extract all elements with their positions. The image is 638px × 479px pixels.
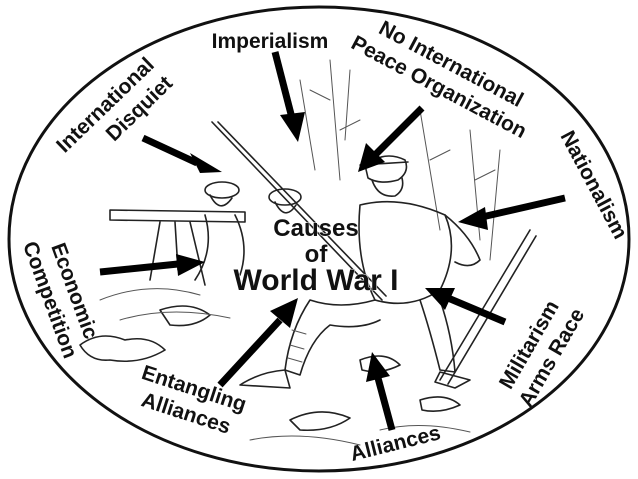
title-line-world-war: World War I: [234, 264, 399, 297]
economic-competition-arrow: [99, 254, 205, 276]
nationalism-arrow: [458, 194, 566, 230]
cause-arrows: [99, 51, 566, 431]
center-title: Causes of World War I: [233, 215, 399, 298]
label-imperialism: Imperialism: [212, 30, 329, 53]
title-line-causes: Causes: [273, 215, 358, 242]
militarism-arrow: [425, 288, 507, 326]
title-line-of: of: [305, 241, 329, 268]
entangling-alliances-arrow: [217, 298, 298, 388]
alliances-arrow: [366, 352, 396, 431]
international-disquiet-arrow: [141, 134, 222, 173]
imperialism-arrow: [271, 51, 305, 142]
oval-border: [7, 5, 631, 473]
peace-organization-arrow: [358, 105, 425, 172]
